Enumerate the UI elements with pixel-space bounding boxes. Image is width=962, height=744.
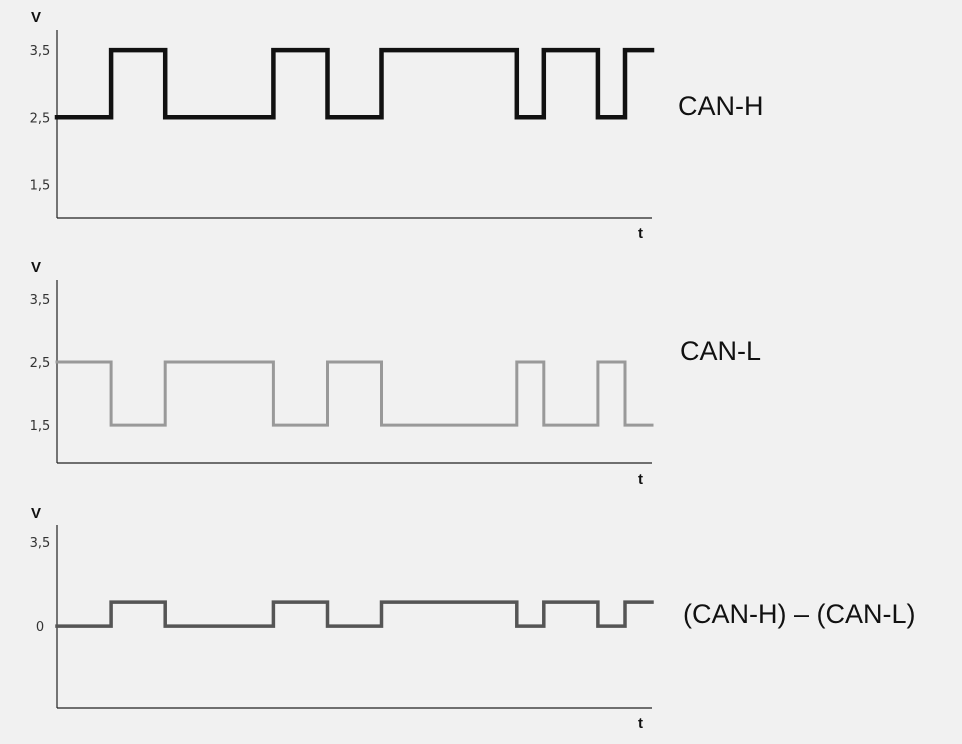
y-tick-label: 1,5 bbox=[30, 419, 51, 434]
signal-line bbox=[55, 360, 654, 427]
y-axis-label: V bbox=[31, 9, 41, 26]
y-tick-label: 0 bbox=[36, 620, 44, 635]
x-axis-label: t bbox=[638, 715, 643, 732]
y-tick-label: 2,5 bbox=[30, 356, 51, 371]
signal-label: (CAN-H) – (CAN-L) bbox=[683, 599, 916, 629]
signal-line bbox=[54, 47, 655, 120]
signal-line bbox=[55, 600, 654, 628]
y-tick-label: 3,5 bbox=[30, 44, 51, 59]
signal-label: CAN-H bbox=[678, 91, 764, 121]
x-axis-label: t bbox=[638, 225, 643, 242]
x-axis-label: t bbox=[638, 471, 643, 488]
y-tick-label: 2,5 bbox=[30, 111, 51, 126]
y-tick-label: 1,5 bbox=[30, 178, 51, 193]
y-tick-label: 3,5 bbox=[30, 293, 51, 308]
signal-label: CAN-L bbox=[680, 336, 761, 366]
y-tick-label: 3,5 bbox=[30, 536, 51, 551]
y-axis-label: V bbox=[31, 259, 41, 276]
y-axis-label: V bbox=[31, 505, 41, 522]
